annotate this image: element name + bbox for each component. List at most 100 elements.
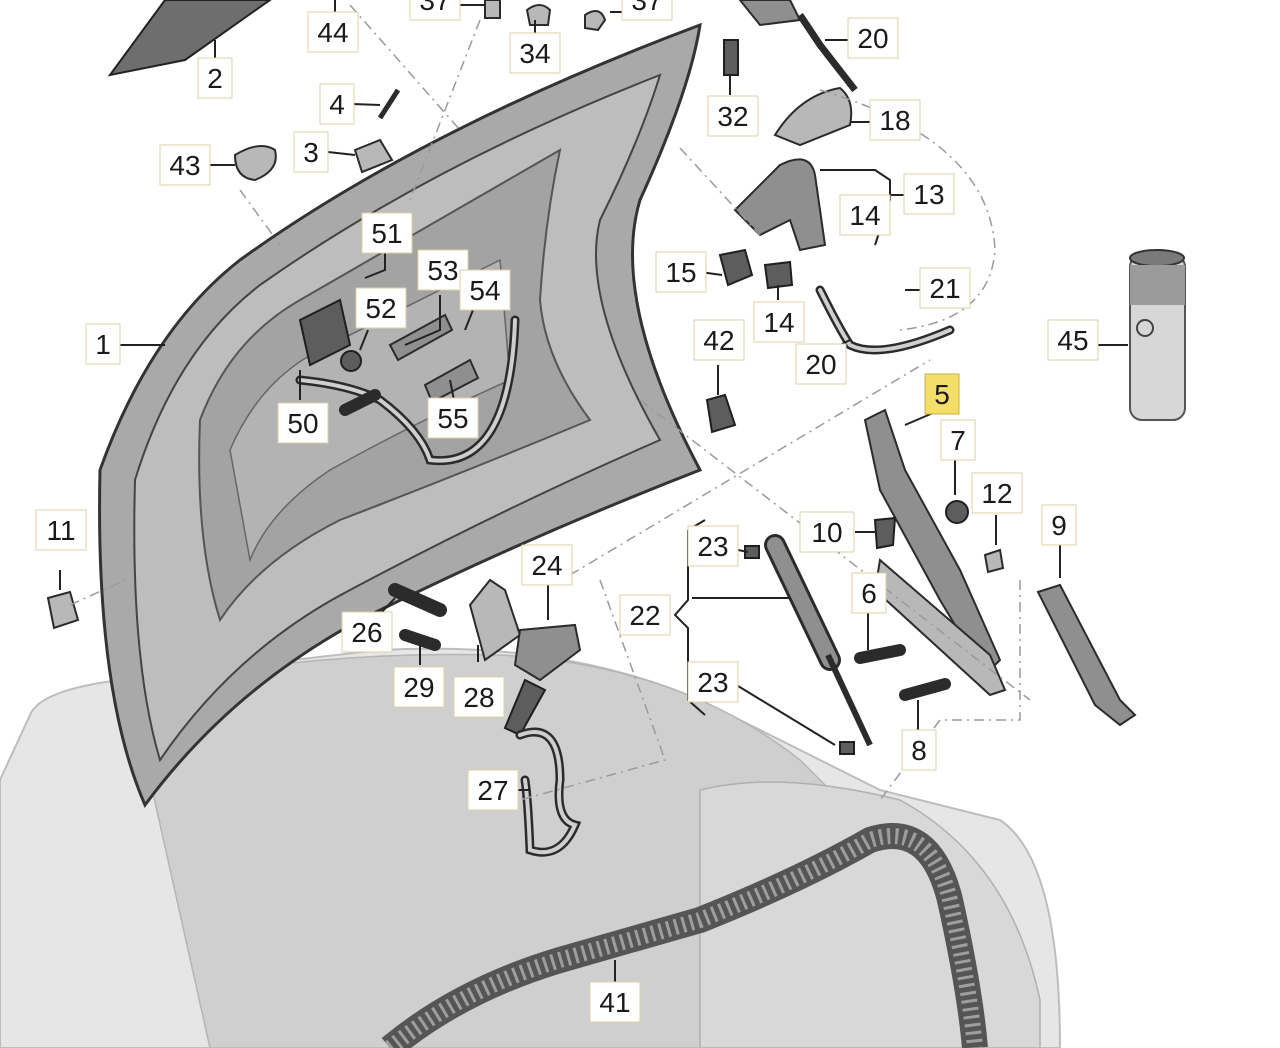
svg-text:50: 50 <box>287 408 318 439</box>
callout-8: 8 <box>901 729 937 771</box>
callout-24: 24 <box>521 544 573 586</box>
callout-41: 41 <box>589 981 641 1023</box>
callout-21: 21 <box>919 267 971 309</box>
callout-13: 13 <box>903 173 955 215</box>
svg-text:18: 18 <box>879 105 910 136</box>
svg-text:14: 14 <box>763 307 794 338</box>
callout-3: 3 <box>293 131 329 173</box>
svg-text:13: 13 <box>913 179 944 210</box>
inner-lid-components <box>295 298 520 466</box>
svg-text:11: 11 <box>46 515 75 546</box>
small-parts <box>46 0 737 630</box>
svg-text:2: 2 <box>207 63 223 94</box>
callout-52: 52 <box>355 287 407 329</box>
svg-text:37: 37 <box>419 0 450 16</box>
svg-text:41: 41 <box>599 987 630 1018</box>
callout-11: 11 <box>35 509 87 551</box>
callout-44: 44 <box>307 11 359 53</box>
svg-text:14: 14 <box>849 200 880 231</box>
svg-text:1: 1 <box>95 329 111 360</box>
svg-text:53: 53 <box>427 255 458 286</box>
svg-text:52: 52 <box>365 293 396 324</box>
callout-20-lower: 20 <box>795 343 847 385</box>
callout-37-left: 37 <box>409 0 461 21</box>
svg-text:20: 20 <box>805 349 836 380</box>
svg-text:43: 43 <box>169 150 200 181</box>
callout-4: 4 <box>319 83 355 125</box>
callout-34: 34 <box>509 32 561 74</box>
svg-text:51: 51 <box>371 218 402 249</box>
callout-2: 2 <box>197 57 233 99</box>
callout-45: 45 <box>1047 319 1099 361</box>
svg-text:23: 23 <box>697 531 728 562</box>
svg-text:34: 34 <box>519 38 550 69</box>
callout-23-lower: 23 <box>687 661 739 703</box>
svg-text:45: 45 <box>1057 325 1088 356</box>
callout-50: 50 <box>277 402 329 444</box>
svg-text:6: 6 <box>861 578 877 609</box>
callout-15: 15 <box>655 251 707 293</box>
callout-labels: 1 2 3 4 5 6 7 8 9 10 11 12 13 14 14 15 1… <box>35 0 1099 1023</box>
callout-12: 12 <box>971 472 1023 514</box>
callout-6: 6 <box>851 572 887 614</box>
svg-text:20: 20 <box>857 23 888 54</box>
svg-text:22: 22 <box>629 600 660 631</box>
callout-20-upper: 20 <box>847 17 899 59</box>
svg-text:7: 7 <box>950 425 966 456</box>
callout-26: 26 <box>341 611 393 653</box>
callout-37-right: 37 <box>621 0 673 21</box>
svg-text:42: 42 <box>703 325 734 356</box>
callout-28: 28 <box>453 676 505 718</box>
callout-43: 43 <box>159 144 211 186</box>
callout-27: 27 <box>467 769 519 811</box>
svg-text:29: 29 <box>403 672 434 703</box>
svg-text:9: 9 <box>1051 510 1067 541</box>
callout-53: 53 <box>417 249 469 291</box>
insulation-mat <box>107 0 272 77</box>
callout-51: 51 <box>361 212 413 254</box>
svg-text:21: 21 <box>929 273 960 304</box>
svg-text:8: 8 <box>911 735 927 766</box>
svg-text:26: 26 <box>351 617 382 648</box>
svg-text:44: 44 <box>317 17 348 48</box>
callout-18: 18 <box>869 99 921 141</box>
gas-strut <box>744 534 873 755</box>
callout-9: 9 <box>1041 504 1077 546</box>
spray-can <box>1129 249 1186 421</box>
callout-55: 55 <box>427 397 479 439</box>
lock-bracket <box>718 0 858 290</box>
callout-14-lower: 14 <box>753 301 805 343</box>
leader-lines <box>59 0 1128 985</box>
svg-text:28: 28 <box>463 682 494 713</box>
svg-text:27: 27 <box>477 775 508 806</box>
callout-1: 1 <box>85 323 121 365</box>
hinge-assembly <box>854 408 1007 701</box>
trunk-seal <box>381 823 988 1048</box>
callout-32: 32 <box>707 95 759 137</box>
svg-text:54: 54 <box>469 275 500 306</box>
callout-7: 7 <box>940 419 976 461</box>
lock-actuator <box>388 578 582 857</box>
callout-23-upper: 23 <box>687 525 739 567</box>
svg-text:12: 12 <box>981 478 1012 509</box>
svg-text:10: 10 <box>811 517 842 548</box>
release-cable-right <box>815 285 955 355</box>
svg-text:3: 3 <box>303 137 319 168</box>
callout-22: 22 <box>619 594 671 636</box>
svg-text:5: 5 <box>934 379 950 410</box>
svg-text:23: 23 <box>697 667 728 698</box>
callout-5-highlighted: 5 <box>924 373 960 415</box>
svg-text:37: 37 <box>631 0 662 16</box>
callout-14-upper: 14 <box>839 194 891 236</box>
callout-10: 10 <box>799 511 855 553</box>
svg-text:55: 55 <box>437 403 468 434</box>
trim-strip <box>1036 583 1137 727</box>
callout-54: 54 <box>459 269 511 311</box>
svg-text:24: 24 <box>531 550 562 581</box>
callout-42: 42 <box>693 319 745 361</box>
callout-29: 29 <box>393 666 445 708</box>
svg-text:4: 4 <box>329 89 345 120</box>
svg-text:15: 15 <box>665 257 696 288</box>
svg-text:32: 32 <box>717 101 748 132</box>
